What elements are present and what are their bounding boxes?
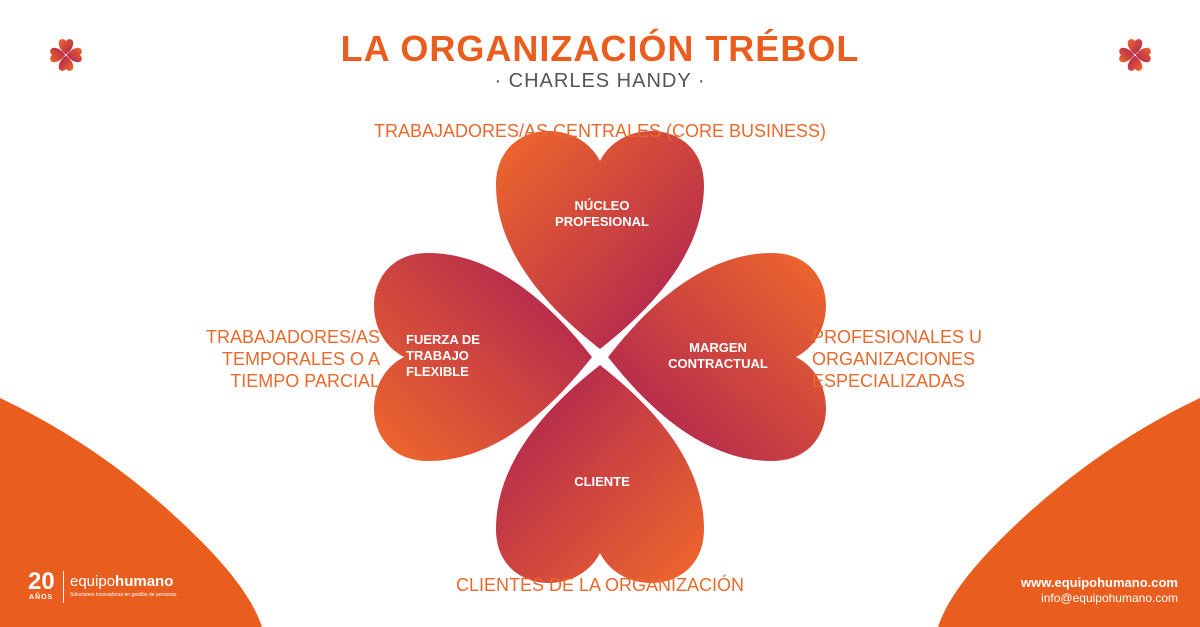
leaf-bottom [496,365,704,583]
brand-years: 20 [28,568,55,595]
clover-icon [1119,39,1151,71]
leaf-label-top: NÚCLEO PROFESIONAL [555,198,649,229]
leaf-right [608,253,826,461]
leaf-label-left: FUERZA DE TRABAJO FLEXIBLE [406,332,480,379]
brand-years-sub: AÑOS [29,594,54,601]
leaf-top [496,131,704,349]
brand-name-light: equipo [70,573,116,590]
leaf-left [374,253,592,461]
website-link[interactable]: www.equipohumano.com [1021,575,1178,590]
brand-tagline: Soluciones innovadoras en gestión de per… [70,592,177,598]
outer-label-right: PROFESIONALES U ORGANIZACIONES ESPECIALI… [812,327,983,391]
brand-name-bold: humano [115,573,174,590]
outer-label-top: TRABAJADORES/AS CENTRALES (CORE BUSINESS… [373,121,827,141]
clover-icon [50,39,82,71]
brand-logo: equipohumano [70,574,173,590]
clover [374,131,826,583]
page-title: LA ORGANIZACIÓN TRÉBOL [340,28,860,69]
leaf-label-bottom: CLIENTE [574,474,630,489]
outer-label-left: TRABAJADORES/AS TEMPORALES O A TIEMPO PA… [205,327,380,391]
outer-label-bottom: CLIENTES DE LA ORGANIZACIÓN [455,575,745,595]
brand-divider [63,571,64,603]
corner-swoosh-left [0,398,262,627]
corner-swoosh-right [938,398,1200,627]
leaf-label-right: MARGEN CONTRACTUAL [668,340,768,371]
page-subtitle: · CHARLES HANDY · [494,70,706,92]
email-link[interactable]: info@equipohumano.com [1041,591,1178,605]
